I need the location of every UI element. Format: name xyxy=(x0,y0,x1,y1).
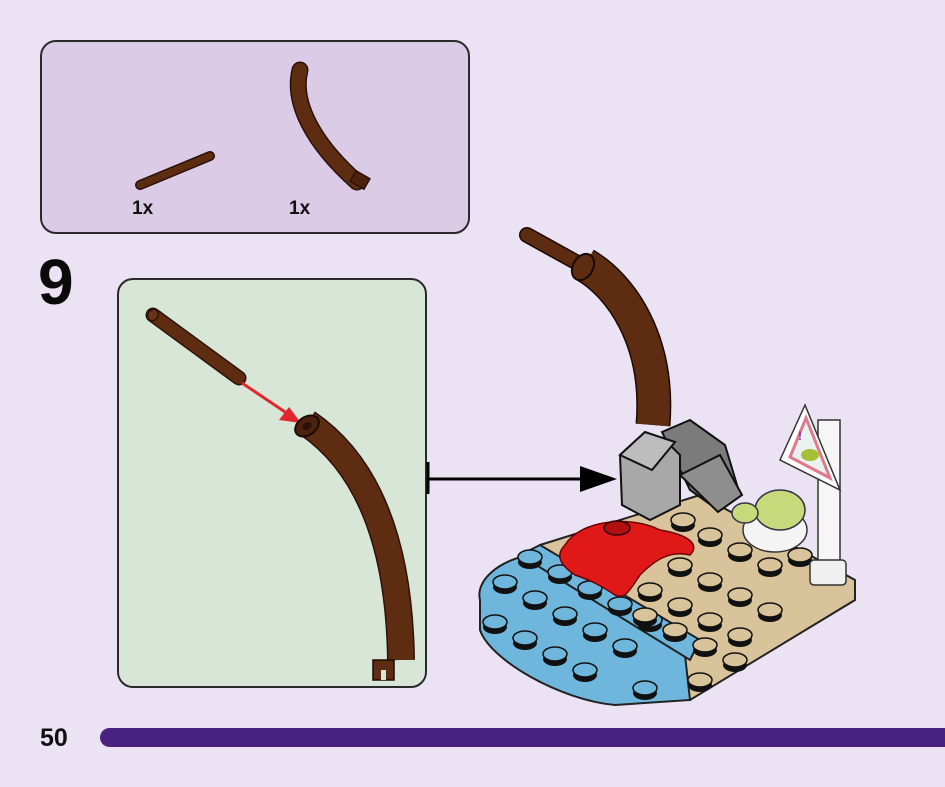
stud-top xyxy=(692,637,718,653)
stud-top xyxy=(612,638,638,654)
stud-top xyxy=(667,597,693,613)
stud-top xyxy=(670,512,696,528)
stone-piece xyxy=(618,418,744,522)
callout-arrow-icon xyxy=(426,462,617,494)
installed-curved-stem xyxy=(519,227,672,427)
stud-top xyxy=(637,582,663,598)
turtle-figure xyxy=(731,489,808,553)
stud-top xyxy=(722,652,748,668)
stud-top xyxy=(787,547,813,563)
svg-text:!: ! xyxy=(798,429,802,443)
stud-top xyxy=(542,646,568,662)
stud-top xyxy=(607,596,633,612)
stud-top xyxy=(727,542,753,558)
coral-piece xyxy=(559,520,695,597)
insert-arrow-icon xyxy=(241,381,301,423)
stud-top xyxy=(757,602,783,618)
step-number: 9 xyxy=(38,246,74,318)
part-brown-curved-stem xyxy=(294,411,415,681)
page-progress-bar xyxy=(100,728,945,747)
stud-top xyxy=(572,662,598,678)
stud-top xyxy=(512,630,538,646)
stud-top xyxy=(632,607,658,623)
stud-top xyxy=(517,549,543,565)
sub-assembly-illustration xyxy=(145,307,415,681)
stud-top xyxy=(757,557,783,573)
part-brown-bar-short xyxy=(145,307,247,386)
quantity-label: 1x xyxy=(289,198,311,219)
stud-top xyxy=(492,574,518,590)
page-number: 50 xyxy=(40,724,68,752)
part-brown-curved-stem xyxy=(289,61,371,191)
quantity-label: 1x xyxy=(132,198,154,219)
stud-top xyxy=(582,622,608,638)
stud-top xyxy=(482,614,508,630)
stud-top xyxy=(697,612,723,628)
stud-top xyxy=(667,557,693,573)
sub-assembly-callout xyxy=(117,278,427,688)
stud-top xyxy=(662,622,688,638)
parts-list-callout: 1x 1x xyxy=(40,40,470,234)
stud-top xyxy=(552,606,578,622)
stud-top xyxy=(727,587,753,603)
stud-top xyxy=(697,572,723,588)
stud-top xyxy=(522,590,548,606)
warning-sign: ! xyxy=(779,403,847,586)
stud-top xyxy=(687,672,713,688)
stud-top xyxy=(727,627,753,643)
stud-top xyxy=(632,680,658,696)
stud-top xyxy=(697,527,723,543)
parts-illustration xyxy=(135,61,371,191)
part-brown-bar-short xyxy=(135,151,215,190)
